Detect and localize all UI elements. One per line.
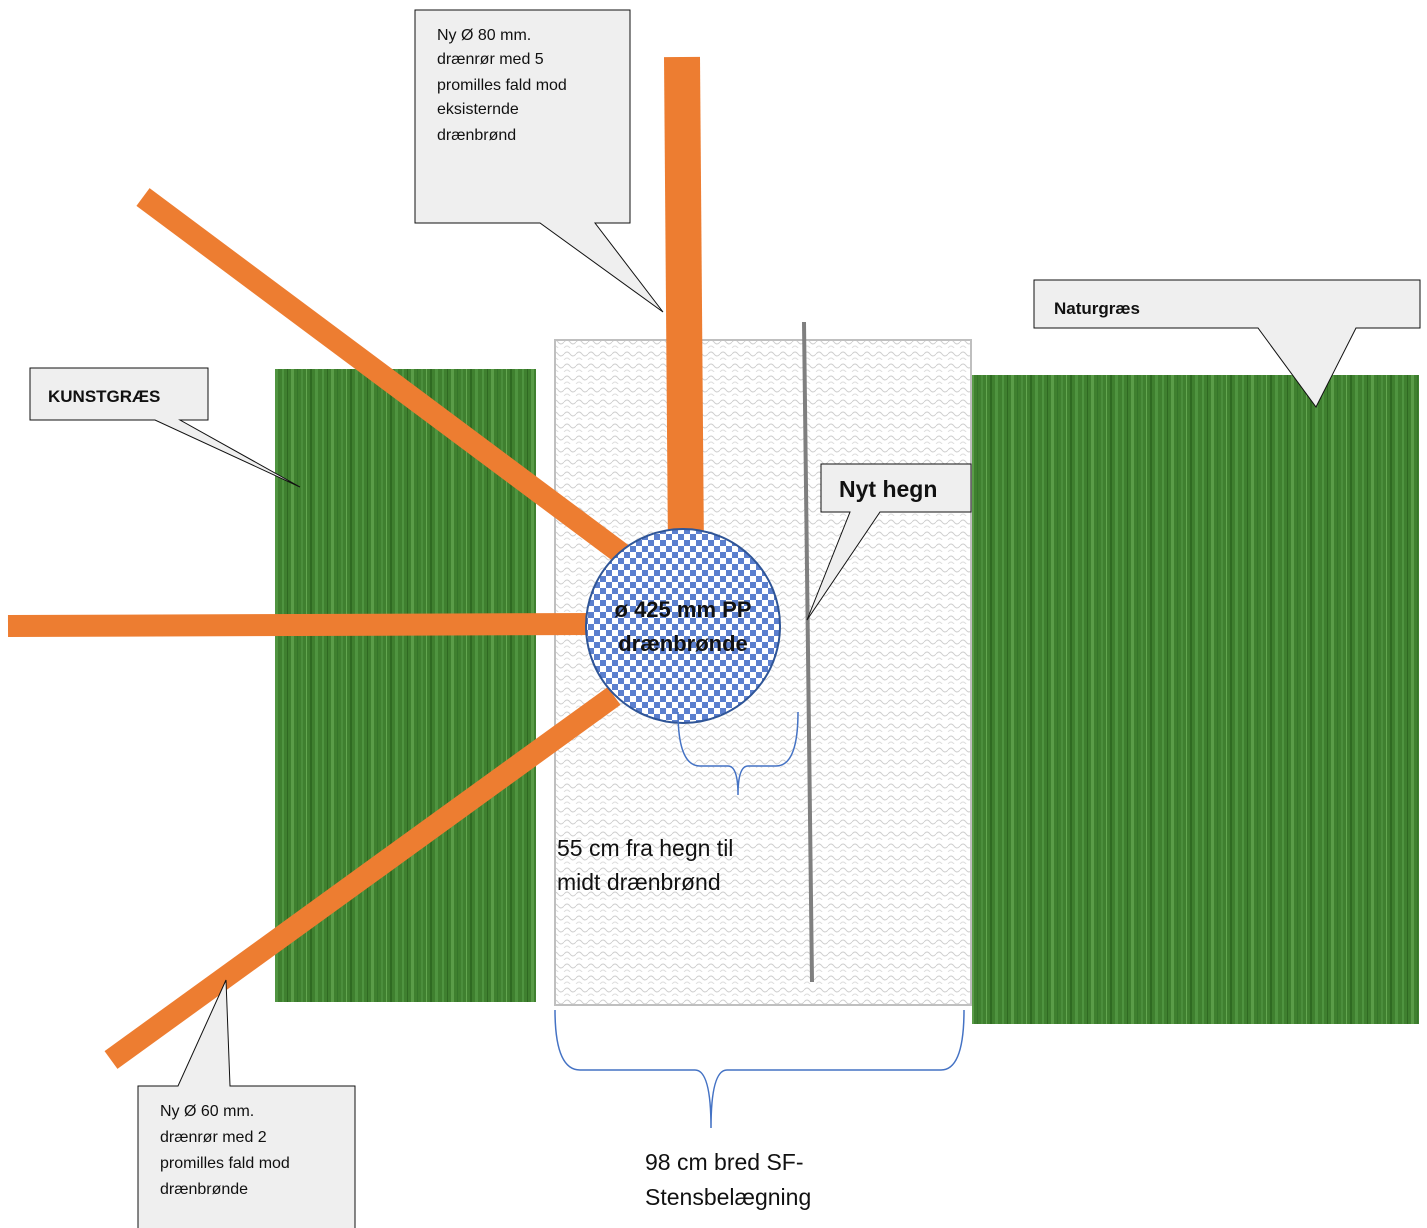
brace-icon <box>677 711 799 796</box>
pipe80-line5: drænbrønd <box>437 127 516 144</box>
callout-pipe-60: Ny Ø 60 mm. drænrør med 2 promilles fald… <box>137 979 356 1228</box>
paving-width-line2: Stensbelægning <box>645 1184 811 1210</box>
well-circle-icon <box>585 528 781 724</box>
pipe80-line2: drænrør med 5 <box>437 51 544 68</box>
pipe60-line1: Ny Ø 60 mm. <box>160 1103 254 1120</box>
pipe80-line1: Ny Ø 80 mm. <box>437 27 531 44</box>
brace-fence-to-well: 55 cm fra hegn til midt drænbrønd <box>557 711 799 895</box>
callout-nyt-hegn: Nyt hegn <box>806 463 972 621</box>
naturgraes-label: Naturgræs <box>1054 299 1140 318</box>
dist-fence-line2: midt drænbrønd <box>557 869 721 895</box>
nyt-hegn-label: Nyt hegn <box>839 476 937 502</box>
pipe60-line2: drænrør med 2 <box>160 1129 267 1146</box>
pipe80-line4: eksisternde <box>437 101 519 118</box>
callout-pipe-80: Ny Ø 80 mm. drænrør med 5 promilles fald… <box>414 9 664 313</box>
pipe-lower-left <box>104 687 621 1069</box>
callout-naturgraes: Naturgræs <box>1033 279 1421 408</box>
well-label-line2: drænbrønde <box>618 631 748 656</box>
drainage-well: ø 425 mm PP drænbrønde <box>585 528 781 724</box>
paving-width-line1: 98 cm bred SF- <box>645 1149 804 1175</box>
pipe60-line3: promilles fald mod <box>160 1155 290 1172</box>
natural-grass-area <box>972 375 1419 1024</box>
brace-paving-width: 98 cm bred SF- Stensbelægning <box>554 1009 965 1210</box>
well-label-line1: ø 425 mm PP <box>615 597 752 622</box>
pipe-upper-left <box>136 188 633 566</box>
callout-kunstgraes: KUNSTGRÆS <box>29 367 301 488</box>
brace-icon <box>554 1009 965 1129</box>
fence-line <box>802 321 814 983</box>
kunstgraes-label: KUNSTGRÆS <box>48 387 160 406</box>
pipe80-line3: promilles fald mod <box>437 77 567 94</box>
pipe-vertical <box>664 56 704 556</box>
pipe60-line4: drænbrønde <box>160 1181 248 1198</box>
dist-fence-line1: 55 cm fra hegn til <box>557 835 733 861</box>
pipe-left <box>7 613 601 637</box>
